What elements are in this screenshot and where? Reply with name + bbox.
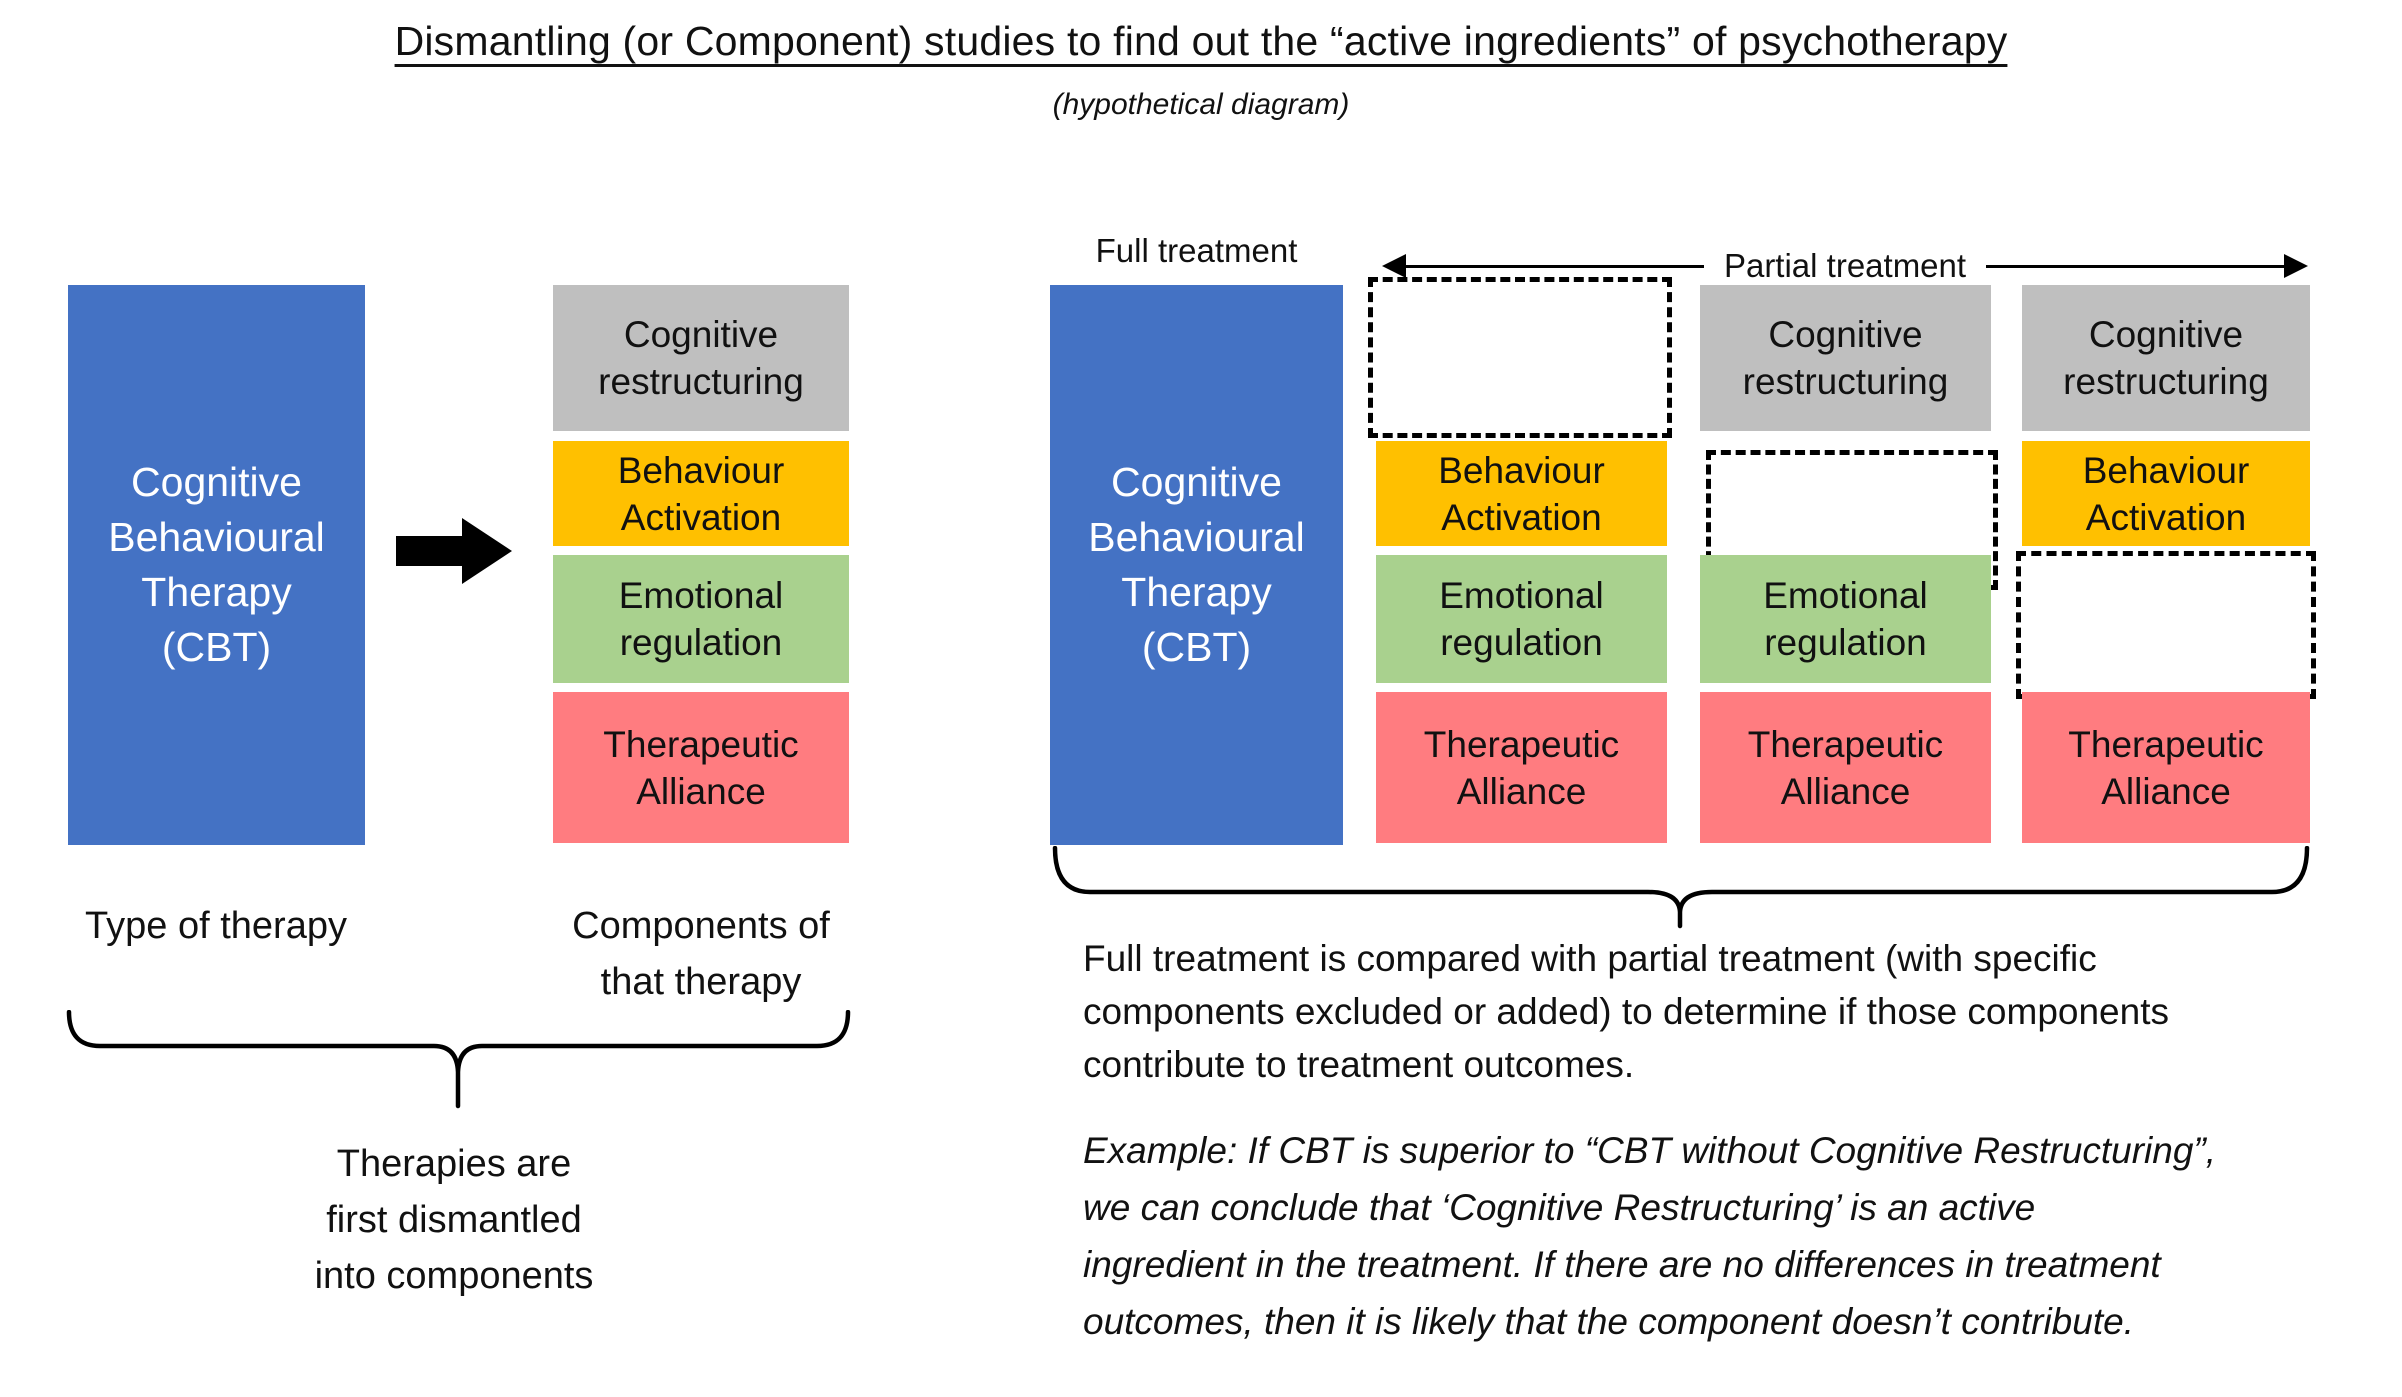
component-label: regulation [1440,622,1603,663]
right-caption: Full treatment is compared with partial … [1083,932,2343,1091]
left-cbt-box: Cognitive Behavioural Therapy (CBT) [68,285,365,845]
component-emotional-regulation: Emotional regulation [1376,555,1667,683]
component-cognitive-restructuring: Cognitive restructuring [1700,285,1991,431]
component-label: Alliance [2101,770,2231,812]
component-therapeutic-alliance: Therapeutic Alliance [1700,692,1991,843]
component-label: Therapeutic [1423,723,1620,765]
component-emotional-regulation: Emotional regulation [1700,555,1991,683]
caption-line: outcomes, then it is likely that the com… [1083,1301,2134,1342]
component-label: Emotional [1439,575,1604,616]
caption-line: into components [314,1255,594,1297]
component-label: Behaviour [2082,449,2250,491]
arrow-left-icon [1382,254,1406,278]
arrow-line [1406,264,1704,268]
component-label: restructuring [1742,361,1949,402]
component-label: Activation [1441,496,1602,538]
cbt-box-line: Therapy [1121,569,1272,615]
caption-line: Full treatment is compared with partial … [1083,938,2097,979]
label-full-treatment: Full treatment [1095,232,1298,269]
cbt-box-line: (CBT) [161,624,272,670]
component-label: regulation [619,622,783,663]
component-label: Alliance [636,770,766,812]
component-label: Activation [2085,496,2247,538]
cbt-box-line: Behavioural [1088,514,1305,560]
component-label: Alliance [1780,770,1911,812]
page-subtitle: (hypothetical diagram) [1052,88,1350,121]
component-therapeutic-alliance: Therapeutic Alliance [1376,692,1667,843]
component-cognitive-restructuring: Cognitive restructuring [2022,285,2310,431]
label-line: Components of [572,905,830,947]
component-label: Emotional [618,575,784,616]
component-behaviour-activation: Behaviour Activation [2022,441,2310,546]
component-therapeutic-alliance: Therapeutic Alliance [553,692,849,843]
component-label: Activation [620,496,782,538]
component-label: Cognitive [1768,314,1923,355]
caption-line: Therapies are [336,1143,572,1185]
excluded-component-slot [2016,551,2316,699]
caption-line: first dismantled [326,1199,582,1241]
component-label: restructuring [2063,361,2269,402]
component-label: Therapeutic [603,723,799,765]
component-label: Behaviour [617,449,785,491]
component-label: Emotional [1763,575,1928,616]
component-behaviour-activation: Behaviour Activation [1376,441,1667,546]
cbt-box-line: Cognitive [1111,459,1282,505]
left-brace [66,1010,851,1109]
partial-treatment-arrow: Partial treatment [1382,247,2309,284]
arrow-line [1986,264,2285,268]
component-label: restructuring [598,361,804,402]
label-components-of-therapy: Components of that therapy [520,898,882,1010]
caption-line: contribute to treatment outcomes. [1083,1044,1635,1085]
cbt-box-line: (CBT) [1141,624,1252,670]
label-line: that therapy [600,961,802,1003]
excluded-component-slot [1368,277,1672,438]
right-arrow-icon [396,518,512,584]
caption-line: ingredient in the treatment. If there ar… [1083,1244,2161,1285]
component-behaviour-activation: Behaviour Activation [553,441,849,546]
component-label: Therapeutic [1747,723,1944,765]
label-type-of-therapy: Type of therapy [85,905,347,947]
component-label: regulation [1764,622,1927,663]
right-brace [1052,846,2310,929]
label-partial-treatment: Partial treatment [1723,247,1967,284]
example-caption: Example: If CBT is superior to “CBT with… [1083,1122,2363,1350]
right-cbt-box: Cognitive Behavioural Therapy (CBT) [1050,285,1343,845]
component-therapeutic-alliance: Therapeutic Alliance [2022,692,2310,843]
cbt-box-line: Cognitive [131,459,302,505]
component-label: Behaviour [1438,449,1605,491]
cbt-box-line: Therapy [141,569,292,615]
component-emotional-regulation: Emotional regulation [553,555,849,683]
caption-line: Example: If CBT is superior to “CBT with… [1083,1130,2216,1171]
component-cognitive-restructuring: Cognitive restructuring [553,285,849,431]
component-label: Therapeutic [2068,723,2264,765]
component-label: Cognitive [2088,314,2244,355]
page-title: Dismantling (or Component) studies to fi… [394,18,2008,64]
component-label: Cognitive [623,314,779,355]
caption-line: we can conclude that ‘Cognitive Restruct… [1083,1187,2036,1228]
arrow-right-icon [2284,254,2309,278]
left-caption: Therapies are first dismantled into comp… [254,1136,654,1304]
cbt-box-line: Behavioural [108,514,325,560]
caption-line: components excluded or added) to determi… [1083,991,2169,1032]
component-label: Alliance [1456,770,1587,812]
